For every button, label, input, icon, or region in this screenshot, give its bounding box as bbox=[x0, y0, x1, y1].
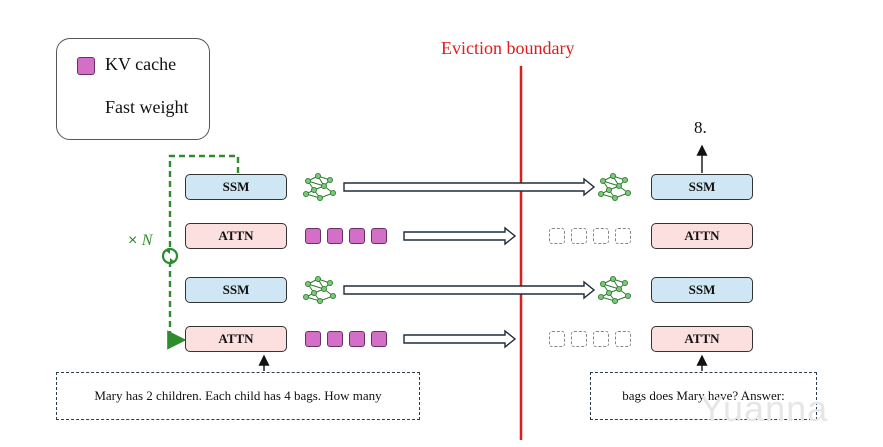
transfer-arrow-kv-1 bbox=[403, 226, 517, 246]
right-attn-layer-1: ATTN bbox=[651, 223, 753, 249]
repeat-count-label: × N bbox=[128, 232, 152, 250]
legend-kv-cache-label: KV cache bbox=[105, 54, 177, 74]
left-attn-layer-1: ATTN bbox=[185, 223, 287, 249]
repeat-loop-path bbox=[167, 154, 240, 350]
evicted-kv-slot bbox=[571, 331, 587, 347]
right-attn-layer-2: ATTN bbox=[651, 326, 753, 352]
evicted-kv-slot bbox=[549, 331, 565, 347]
output-answer: 8. bbox=[694, 118, 707, 137]
prompt-input-left: Mary has 2 children. Each child has 4 ba… bbox=[56, 372, 420, 420]
kv-cache-block bbox=[349, 331, 365, 347]
kv-cache-block bbox=[327, 228, 343, 244]
kv-cache-block bbox=[371, 331, 387, 347]
kv-cache-block bbox=[305, 228, 321, 244]
legend-fast-weight-label: Fast weight bbox=[105, 97, 189, 117]
right-ssm-layer-1: SSM bbox=[651, 174, 753, 200]
kv-cache-block bbox=[305, 331, 321, 347]
transfer-arrow-ssm-1 bbox=[343, 177, 596, 197]
left-attn-layer-2: ATTN bbox=[185, 326, 287, 352]
evicted-kv-slot bbox=[593, 331, 609, 347]
repeat-cycle-icon bbox=[161, 247, 179, 265]
fast-weight-icon-3 bbox=[597, 172, 632, 202]
fast-weight-icon-2 bbox=[302, 275, 337, 305]
legend-kv-cache-swatch bbox=[77, 57, 95, 75]
transfer-arrow-kv-2 bbox=[403, 329, 517, 349]
evicted-kv-slot bbox=[549, 228, 565, 244]
left-ssm-layer-1: SSM bbox=[185, 174, 287, 200]
watermark: Yuanna bbox=[700, 388, 829, 429]
eviction-boundary-label: Eviction boundary bbox=[441, 38, 575, 58]
n-symbol: N bbox=[141, 232, 153, 249]
kv-cache-block bbox=[349, 228, 365, 244]
evicted-kv-slot bbox=[593, 228, 609, 244]
times-symbol: × bbox=[128, 232, 138, 249]
fast-weight-icon-1 bbox=[302, 172, 337, 202]
kv-cache-block bbox=[371, 228, 387, 244]
evicted-kv-slot bbox=[615, 331, 631, 347]
prompt-input-right: bags does Mary have? Answer: bbox=[590, 372, 817, 420]
kv-cache-block bbox=[327, 331, 343, 347]
legend: KV cache Fast weight bbox=[56, 38, 210, 140]
left-ssm-layer-2: SSM bbox=[185, 277, 287, 303]
evicted-kv-slot bbox=[571, 228, 587, 244]
transfer-arrow-ssm-2 bbox=[343, 280, 596, 300]
evicted-kv-slot bbox=[615, 228, 631, 244]
right-ssm-layer-2: SSM bbox=[651, 277, 753, 303]
fast-weight-icon-4 bbox=[597, 275, 632, 305]
